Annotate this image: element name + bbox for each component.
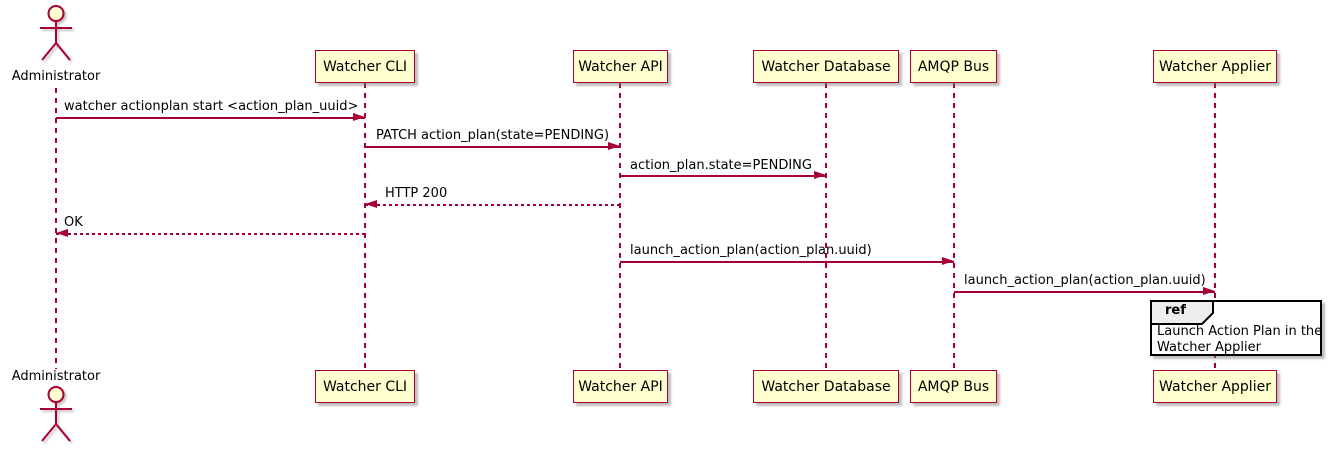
message-line [954,291,1215,293]
participant-watcher-applier-bottom: Watcher Applier [1153,370,1277,403]
message-label: launch_action_plan(action_plan.uuid) [964,273,1206,288]
arrowhead-icon [353,113,365,121]
message-label: PATCH action_plan(state=PENDING) [376,128,610,143]
participant-watcher-database-top: Watcher Database [753,50,899,83]
participant-watcher-api-bottom: Watcher API [573,370,668,403]
participant-watcher-cli-bottom: Watcher CLI [315,370,415,403]
arrowhead-icon [814,171,826,179]
lifeline-watcher-database [825,83,827,370]
arrowhead-icon [608,142,620,150]
arrowhead-icon [1203,287,1215,295]
message-line [365,204,620,206]
lifeline-amqp-bus [953,83,955,370]
ref-text: Launch Action Plan in the Watcher Applie… [1157,324,1322,356]
message-line [620,175,826,177]
actor-label-bottom: Administrator [11,369,101,384]
actor-icon [40,386,72,442]
participant-watcher-api-top: Watcher API [573,50,668,83]
message-line [365,146,620,148]
message-line [56,233,365,235]
message-label: OK [64,215,83,230]
participant-watcher-applier-top: Watcher Applier [1153,50,1277,83]
message-line [620,261,954,263]
ref-text-line1: Launch Action Plan in the [1157,324,1323,339]
participant-amqp-bus-bottom: AMQP Bus [910,370,997,403]
arrowhead-icon [365,200,377,208]
message-label: watcher actionplan start <action_plan_uu… [64,99,359,114]
participant-watcher-cli-top: Watcher CLI [315,50,415,83]
actor-icon [40,5,72,61]
ref-text-line2: Watcher Applier [1157,340,1261,355]
actor-label-top: Administrator [11,69,101,84]
lifeline-watcher-applier [1214,83,1216,370]
ref-fragment: ref Launch Action Plan in the Watcher Ap… [1150,300,1322,356]
lifeline-administrator [55,88,57,369]
message-label: launch_action_plan(action_plan.uuid) [630,243,872,258]
arrowhead-icon [942,257,954,265]
participant-amqp-bus-top: AMQP Bus [910,50,997,83]
message-label: HTTP 200 [385,186,448,201]
ref-keyword: ref [1165,303,1186,318]
message-line [56,117,365,119]
ref-tab-shape [1150,300,1214,325]
lifeline-watcher-cli [364,83,366,370]
message-label: action_plan.state=PENDING [630,158,812,173]
arrowhead-icon [56,229,68,237]
participant-watcher-database-bottom: Watcher Database [753,370,899,403]
lifeline-watcher-api [619,83,621,370]
